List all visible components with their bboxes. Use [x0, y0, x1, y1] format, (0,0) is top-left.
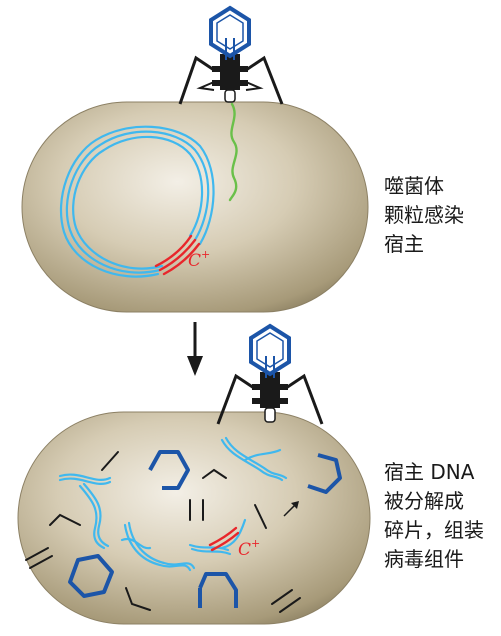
dna-fragments-black — [25, 451, 301, 613]
gene-c-plus-bottom — [208, 526, 240, 552]
caption-top-line-2: 颗粒感染 — [384, 203, 464, 227]
bottom-panel: C+ — [17, 323, 371, 625]
capsid-part-2 — [307, 453, 342, 494]
gene-label-bottom-letter: C — [238, 540, 251, 560]
gene-label-bottom: C+ — [238, 537, 260, 560]
host-dna-circle — [59, 125, 215, 278]
host-cell-top — [21, 101, 369, 313]
gene-label-bottom-sup: + — [251, 537, 260, 550]
phage-leg-top-right — [245, 55, 284, 105]
phage-dna-injected — [228, 102, 238, 202]
phage-leg-top-left — [178, 55, 215, 105]
caption-top-line-3: 宿主 — [384, 232, 424, 256]
caption-top: 噬菌体 颗粒感染 宿主 — [384, 172, 494, 259]
gene-label-top-letter: C — [188, 251, 201, 271]
caption-top-line-1: 噬菌体 — [384, 174, 444, 198]
capsid-part-4 — [198, 572, 238, 608]
top-panel: C+ — [21, 5, 369, 313]
caption-bottom-line-1: 宿主 DNA — [384, 460, 475, 484]
assembly-arrow — [283, 501, 299, 517]
gene-c-plus-top — [154, 234, 201, 276]
caption-bottom-line-4: 病毒组件 — [384, 547, 464, 571]
host-dna-fragments — [58, 436, 288, 572]
phage-particle-bottom — [216, 323, 324, 425]
down-arrow — [187, 322, 203, 376]
caption-bottom: 宿主 DNA 被分解成 碎片，组装 病毒组件 — [384, 458, 501, 574]
host-cell-bottom — [17, 411, 371, 625]
phage-particle-top — [178, 5, 284, 105]
capsid-parts — [68, 450, 342, 608]
caption-bottom-line-3: 碎片，组装 — [384, 518, 484, 542]
gene-label-top-sup: + — [201, 248, 210, 261]
capsid-part-1 — [148, 450, 190, 490]
caption-bottom-line-2: 被分解成 — [384, 489, 464, 513]
capsid-part-3 — [68, 554, 114, 598]
gene-label-top: C+ — [188, 248, 210, 271]
